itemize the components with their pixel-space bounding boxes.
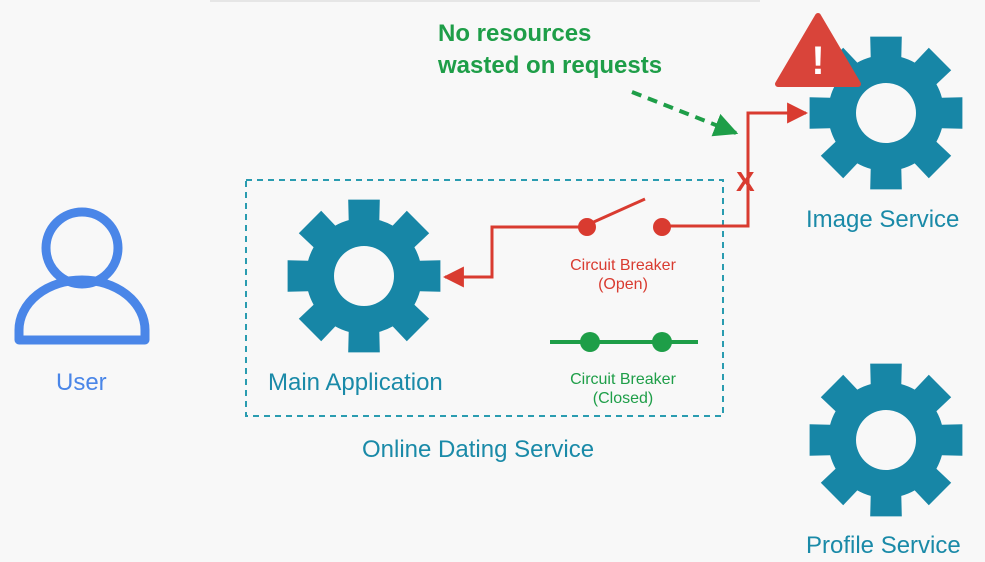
online-dating-service-label: Online Dating Service [362,436,595,463]
warning-icon: ! [775,13,861,87]
open-breaker-line-2: (Open) [598,276,648,294]
closed-breaker-line-2: (Closed) [592,390,654,408]
gear-icon-main [287,199,441,353]
blocked-x-mark: X [736,166,755,197]
annotation-arrow [631,90,739,137]
gear-icon-profile [809,363,963,517]
user-label: User [56,369,107,396]
online-dating-service-boundary [245,179,724,417]
main-application-label: Main Application [268,369,443,396]
circuit-breaker-open-label: Circuit Breaker (Open) [548,256,698,294]
annotation-line-1: No resources [438,20,592,47]
profile-service-label: Profile Service [806,532,961,559]
image-return-wire [700,200,750,228]
warning-mark: ! [811,39,824,83]
circuit-breaker-closed [550,332,698,352]
circuit-breaker-closed-label: Circuit Breaker (Closed) [548,370,698,408]
circuit-breaker-open [548,197,700,236]
user-icon [14,207,150,345]
annotation-line-2: wasted on requests [438,52,663,79]
open-breaker-line-1: Circuit Breaker [570,257,676,274]
closed-breaker-line-1: Circuit Breaker [570,371,676,388]
annotation-text: No resources wasted on requests [438,18,662,82]
image-service-label: Image Service [806,206,960,233]
request-to-image-service-arrow [746,102,809,200]
response-to-main-app-arrow [442,225,548,288]
